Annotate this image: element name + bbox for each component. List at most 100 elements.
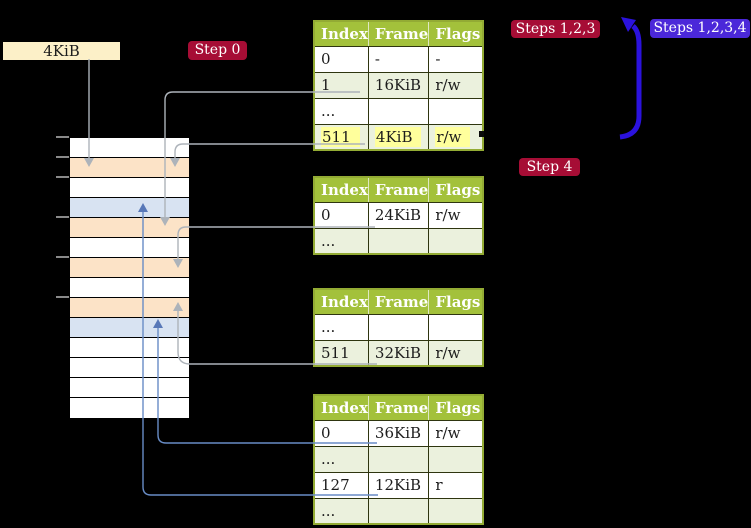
highlighted-value: 4KiB: [374, 126, 422, 147]
memory-row-white: [70, 338, 189, 358]
table-cell: [428, 98, 483, 125]
steps123-badge: Steps 1,2,3: [511, 20, 600, 38]
table-cell: 16KiB: [368, 72, 430, 99]
memory-row-white: [70, 238, 189, 258]
memory-row-orange: [70, 158, 189, 178]
table-cell: r/w: [428, 202, 483, 229]
table-cell: [368, 314, 430, 341]
size-label: 4KiB: [43, 42, 80, 60]
table-cell: r/w: [428, 124, 483, 150]
memory-tick: [56, 156, 69, 158]
memory-row-white: [70, 178, 189, 198]
highlighted-value: r/w: [435, 126, 471, 147]
memory-row-blue: [70, 198, 189, 218]
memory-row-orange: [70, 258, 189, 278]
table-cell: 0: [314, 46, 369, 73]
size-label-box: 4KiB: [3, 42, 120, 60]
table-cell: 1: [314, 72, 369, 99]
memory-tick: [56, 216, 69, 218]
memory-row-white: [70, 378, 189, 398]
table-row: ...: [314, 498, 483, 524]
column-header: Index: [314, 177, 369, 203]
table-cell: 32KiB: [368, 340, 430, 366]
column-header: Index: [314, 21, 369, 47]
table-row: ...: [314, 228, 483, 254]
memory-column: [69, 137, 190, 419]
memory-tick: [56, 296, 69, 298]
table-cell: 12KiB: [368, 472, 430, 499]
table-cell: 24KiB: [368, 202, 430, 229]
table-cell: [428, 314, 483, 341]
memory-row-blue: [70, 318, 189, 338]
memory-tick: [56, 136, 69, 138]
table-cell: [368, 228, 430, 254]
table-cell: ...: [314, 498, 369, 524]
table-cell: r/w: [428, 72, 483, 99]
column-header: Frame: [368, 177, 430, 203]
table-cell: -: [368, 46, 430, 73]
table-cell: 511: [314, 124, 369, 150]
highlighted-value: 511: [321, 126, 360, 147]
step0-badge: Step 0: [188, 41, 247, 60]
table-cell: ...: [314, 98, 369, 125]
table-cell: 127: [314, 472, 369, 499]
column-header: Flags: [428, 177, 483, 203]
table-row: ...: [314, 446, 483, 473]
table-row: 511 4KiB r/w: [314, 124, 483, 150]
memory-row-orange: [70, 218, 189, 238]
column-header: Index: [314, 289, 369, 315]
column-header: Frame: [368, 289, 430, 315]
memory-row-white: [70, 138, 189, 158]
table-row: 0--: [314, 46, 483, 73]
memory-tick: [56, 176, 69, 178]
table-cell: 4KiB: [368, 124, 430, 150]
table-cell: r/w: [428, 420, 483, 447]
memory-tick: [56, 256, 69, 258]
column-header: Frame: [368, 21, 430, 47]
memory-row-white: [70, 358, 189, 378]
table-cell: [428, 228, 483, 254]
memory-row-white: [70, 398, 189, 417]
table-cell: r/w: [428, 340, 483, 366]
table-cell: [368, 98, 430, 125]
column-header: Index: [314, 395, 369, 421]
recursive-loop-arrow: [619, 17, 642, 140]
column-header: Frame: [368, 395, 430, 421]
table-cell: [368, 446, 430, 473]
column-header: Flags: [428, 395, 483, 421]
memory-row-orange: [70, 298, 189, 318]
table-cell: [428, 446, 483, 473]
table-cell: 511: [314, 340, 369, 366]
table-cell: r: [428, 472, 483, 499]
table-cell: 0: [314, 420, 369, 447]
memory-row-white: [70, 278, 189, 298]
table-row: ...: [314, 314, 483, 341]
column-header: Flags: [428, 21, 483, 47]
arrow-anchor-mark: [479, 131, 484, 137]
table-cell: ...: [314, 446, 369, 473]
table-cell: ...: [314, 228, 369, 254]
step4-badge: Step 4: [519, 158, 580, 176]
table-cell: ...: [314, 314, 369, 341]
table-cell: [428, 498, 483, 524]
table-cell: -: [428, 46, 483, 73]
table-cell: 36KiB: [368, 420, 430, 447]
steps1234-badge: Steps 1,2,3,4: [650, 19, 750, 38]
table-cell: 0: [314, 202, 369, 229]
table-row: ...: [314, 98, 483, 125]
table-cell: [368, 498, 430, 524]
column-header: Flags: [428, 289, 483, 315]
